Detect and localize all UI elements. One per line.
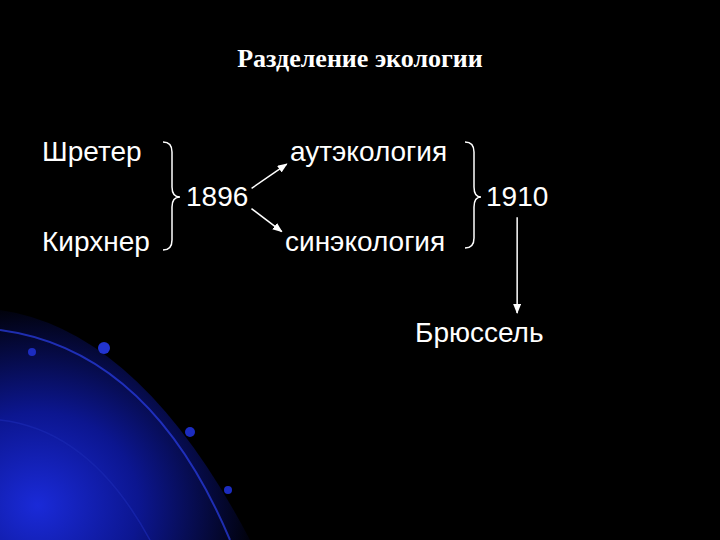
blue-glow xyxy=(0,310,250,540)
term-node: Брюссель xyxy=(415,317,544,349)
dot xyxy=(224,486,232,494)
dot xyxy=(185,427,195,437)
arrow-connector xyxy=(252,164,287,188)
dot xyxy=(98,342,110,354)
dot xyxy=(28,348,36,356)
term-text: Брюссель xyxy=(415,317,544,349)
term-node: 1910 xyxy=(486,181,548,213)
term-text: 1896 xyxy=(186,181,248,213)
brace xyxy=(163,142,180,250)
swirl-line xyxy=(0,330,230,540)
term-node: Шретер xyxy=(42,136,142,168)
term-text: аутэкология xyxy=(290,136,447,168)
term-node: синэкология xyxy=(285,226,445,258)
swirl-line xyxy=(0,420,150,540)
term-text: синэкология xyxy=(285,226,445,258)
arrow-connector xyxy=(251,209,281,232)
term-text: Шретер xyxy=(42,136,142,168)
term-text: 1910 xyxy=(486,181,548,213)
term-node: Кирхнер xyxy=(42,226,150,258)
arrow-connector xyxy=(516,217,518,313)
term-node: 1896 xyxy=(186,181,248,213)
term-text: Кирхнер xyxy=(42,226,150,258)
brace xyxy=(465,142,481,248)
term-node: аутэкология xyxy=(290,136,447,168)
slide-title: Разделение экологии xyxy=(0,44,720,74)
